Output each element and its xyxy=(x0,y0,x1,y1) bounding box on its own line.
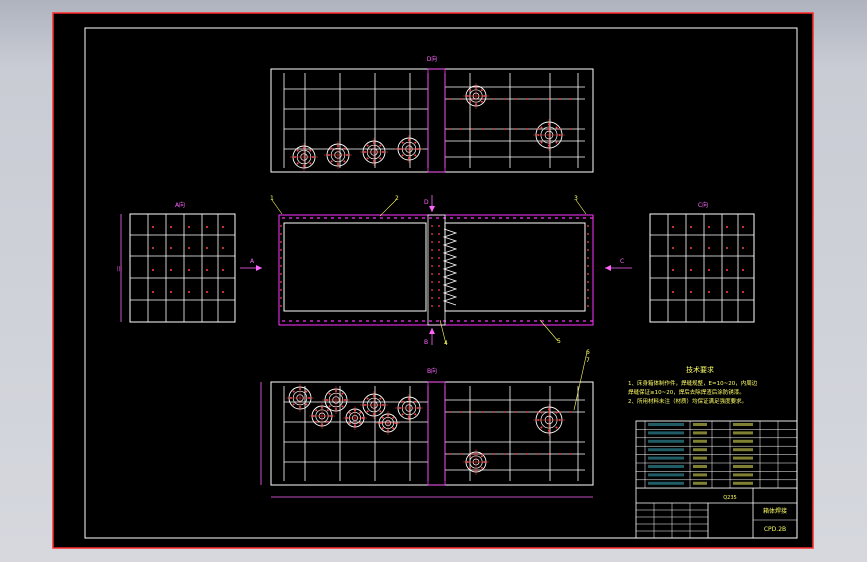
arrow-a-label: A xyxy=(250,258,255,265)
balloon-1: 1 xyxy=(270,195,274,202)
right-view-grid xyxy=(650,214,754,322)
material-text: Q235 xyxy=(723,495,736,501)
bottom-view-flanges xyxy=(286,384,572,475)
part-balloons: 1 2 3 4 5 6 7 xyxy=(270,195,590,411)
drawing-frame xyxy=(84,27,798,539)
svg-text:|||: ||| xyxy=(117,266,122,272)
right-view: C向 xyxy=(649,201,755,323)
tech-line-2: 焊缝保证≥10~20，焊后去除焊渣后涂防锈漆。 xyxy=(628,388,745,396)
balloon-4: 4 xyxy=(444,340,448,347)
balloon-2: 2 xyxy=(395,195,399,202)
arrow-b-label: B xyxy=(424,339,428,346)
balloon-7: 7 xyxy=(586,357,590,364)
arrow-d-label: D xyxy=(424,199,429,206)
bottom-view-grid xyxy=(283,381,585,486)
title-block: Q235 箱体焊接 CPD.2B xyxy=(635,420,798,539)
right-view-label: C向 xyxy=(698,201,708,209)
view-arrows: A C D B xyxy=(240,195,632,346)
top-view-flanges xyxy=(290,83,572,171)
left-view: A向 ||| xyxy=(117,201,236,323)
tech-line-3: 2、所用材料未注（材质）均保证满足强度要求。 xyxy=(628,397,747,405)
top-view: D向 xyxy=(270,55,594,173)
bottom-view-label: B向 xyxy=(427,367,437,375)
front-view xyxy=(278,214,594,326)
balloon-3: 3 xyxy=(574,195,578,202)
bom-table xyxy=(636,420,797,489)
top-view-label: D向 xyxy=(427,55,438,63)
tech-line-1: 1、床身箱体制作件，焊缝规整，E=10~20，内周边 xyxy=(628,379,758,387)
tech-title: 技术要求 xyxy=(686,365,714,374)
balloon-5: 5 xyxy=(557,338,561,345)
technical-requirements: 技术要求 1、床身箱体制作件，焊缝规整，E=10~20，内周边 焊缝保证≥10~… xyxy=(628,365,758,405)
front-view-welds xyxy=(280,214,593,326)
left-view-grid xyxy=(130,214,235,322)
drawing-number: CPD.2B xyxy=(764,526,786,533)
arrow-c-label: C xyxy=(620,258,624,265)
title-block-grid xyxy=(636,503,797,538)
balloon-6: 6 xyxy=(586,349,590,356)
spring-zigzag xyxy=(442,228,458,306)
left-view-label: A向 xyxy=(175,201,185,209)
part-name: 箱体焊接 xyxy=(763,507,787,515)
bottom-view: B向 xyxy=(260,367,594,498)
